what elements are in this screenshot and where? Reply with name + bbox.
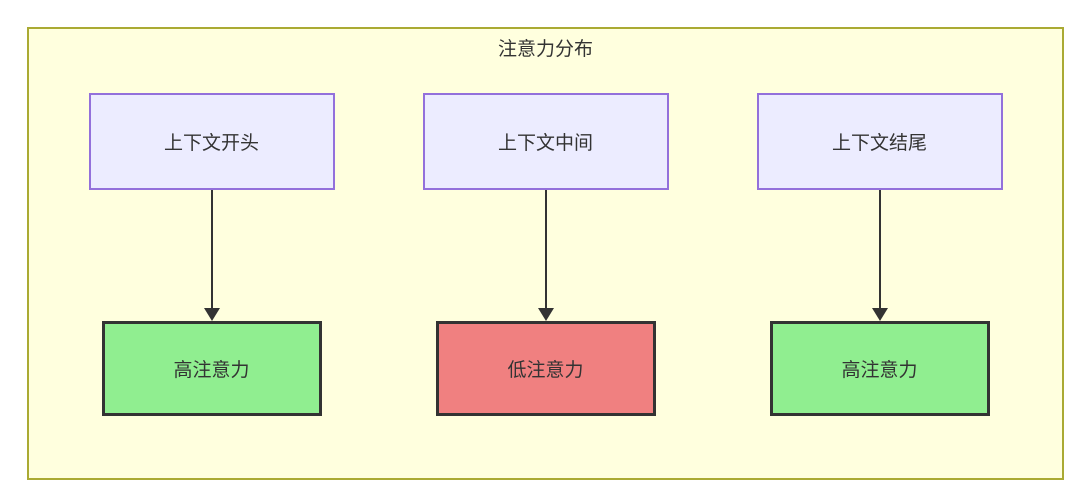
arrow-down-1 bbox=[203, 190, 220, 321]
attention-distribution-group: 注意力分布 上下文开头 高注意力 上下文中间 低注意力 上下文结尾 bbox=[27, 27, 1064, 480]
node-context-beginning: 上下文开头 bbox=[88, 93, 335, 190]
flow-column-context-middle: 上下文中间 低注意力 bbox=[422, 93, 669, 416]
arrowhead-icon bbox=[203, 308, 220, 321]
node-context-middle: 上下文中间 bbox=[422, 93, 669, 190]
arrowhead-icon bbox=[871, 308, 888, 321]
flow-column-context-start: 上下文开头 高注意力 bbox=[88, 93, 335, 416]
node-attention-high-1: 高注意力 bbox=[101, 321, 322, 416]
node-attention-high-2: 高注意力 bbox=[769, 321, 990, 416]
diagram-title: 注意力分布 bbox=[497, 39, 593, 60]
flow-column-context-end: 上下文结尾 高注意力 bbox=[756, 93, 1003, 416]
arrow-line bbox=[210, 190, 213, 308]
flow-columns: 上下文开头 高注意力 上下文中间 低注意力 上下文结尾 bbox=[29, 93, 1062, 416]
arrowhead-icon bbox=[537, 308, 554, 321]
arrow-down-2 bbox=[537, 190, 554, 321]
arrow-down-3 bbox=[871, 190, 888, 321]
arrow-line bbox=[878, 190, 881, 308]
node-context-end: 上下文结尾 bbox=[756, 93, 1003, 190]
arrow-line bbox=[544, 190, 547, 308]
node-attention-low: 低注意力 bbox=[435, 321, 656, 416]
